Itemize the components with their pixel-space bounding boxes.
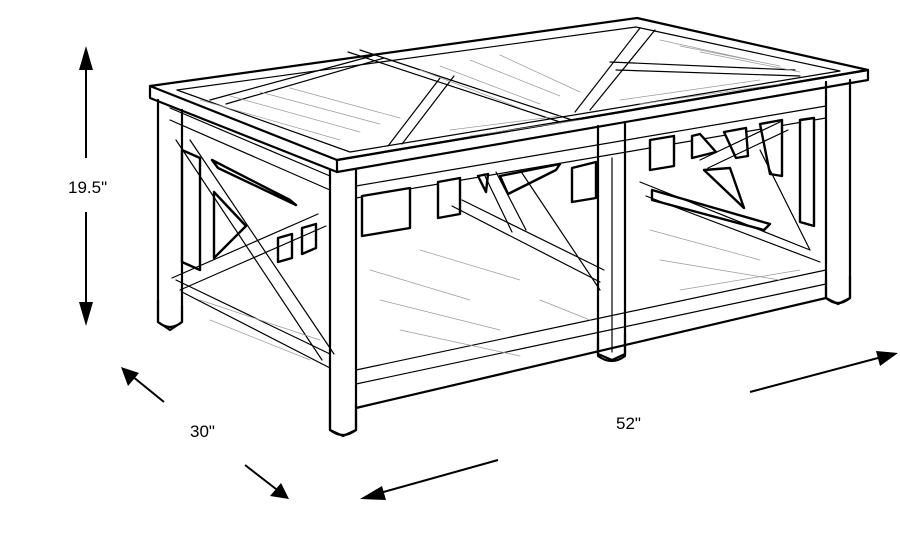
coffee-table	[148, 16, 870, 438]
shelf-grain	[199, 229, 801, 361]
front-left-window-1	[360, 186, 412, 238]
tabletop-grain	[199, 39, 801, 141]
depth-arrow	[121, 367, 289, 499]
front-left-leg	[328, 168, 358, 438]
front-left-window-2	[436, 176, 462, 220]
left-back-leg	[156, 98, 184, 332]
height-arrow	[79, 46, 93, 326]
height-label: 19.5"	[68, 178, 108, 197]
depth-label: 30"	[190, 422, 215, 441]
tabletop-front-edge	[335, 68, 870, 174]
width-arrow	[360, 351, 898, 500]
front-right-window-1	[648, 134, 676, 172]
width-label: 52"	[616, 414, 641, 433]
right-back-leg	[824, 78, 852, 306]
